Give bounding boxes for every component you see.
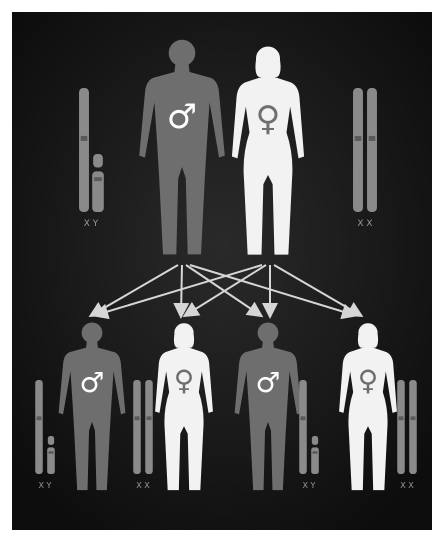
male-symbol-icon: ♂ [167,97,197,137]
male-symbol-icon: ♂ [79,366,104,399]
female-symbol-icon: ♀ [174,364,195,397]
child-1-chromosome-label: X Y [39,481,52,490]
female-symbol-icon: ♀ [358,364,379,397]
mother-chromosome-label: X X [357,219,372,229]
male-symbol-icon: ♂ [255,366,280,399]
father-chromosome-label: X Y [84,219,99,229]
child-2-chromosome-label: X X [136,481,150,490]
female-symbol-icon: ♀ [256,99,281,139]
child-3-chromosome-label: X Y [303,481,316,490]
child-4-chromosome-label: X X [400,481,414,490]
